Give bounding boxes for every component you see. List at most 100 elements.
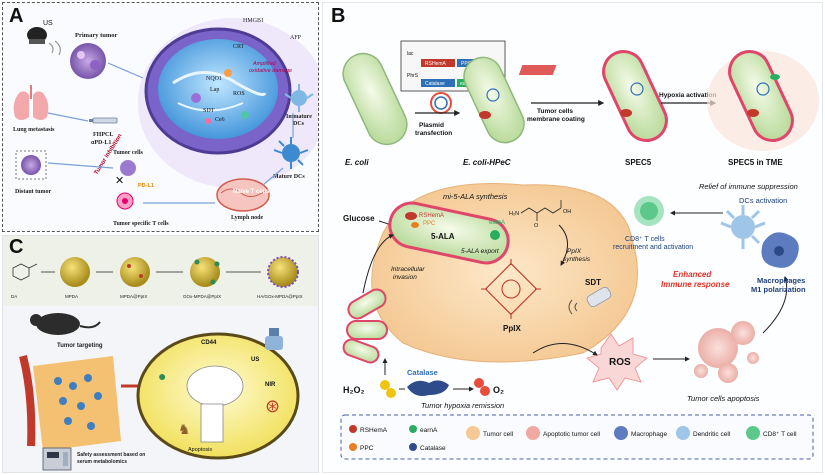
label-rshema-gene: RSHemA	[425, 61, 447, 67]
tumor-tissue	[33, 356, 121, 451]
legend-label: RSHemA	[360, 427, 388, 434]
legend-item: Tumor cell	[466, 426, 514, 440]
step-mpda: MPDA	[65, 294, 78, 299]
panel-b-illustration: E. coli lac RSHemA PPC PhrS Catalase ear…	[340, 40, 819, 460]
label-transfection: transfection	[415, 130, 452, 137]
legend-label: PPC	[360, 445, 374, 452]
legend-swatch	[746, 426, 760, 440]
label-earna-inside: earnA	[489, 220, 505, 226]
label-apoptosis-c: Apoptosis	[188, 447, 212, 453]
step-da: DA	[11, 294, 17, 299]
catalase-enzyme-icon	[407, 380, 449, 396]
label-sdt: SDT	[203, 108, 215, 114]
bear-icon: ♞	[178, 421, 191, 437]
lungs-icon	[13, 85, 49, 120]
label-lap: Lap	[210, 87, 219, 93]
ros-burst	[586, 333, 648, 391]
label-catalase-gene: Catalase	[425, 81, 445, 87]
label-lac: lac	[407, 51, 414, 57]
label-mi5ala: mi-5-ALA synthesis	[443, 192, 508, 201]
label-h2o2: H₂O₂	[343, 385, 365, 395]
label-ecoli: E. coli	[345, 158, 369, 167]
legend-item: Apoptotic tumor cell	[526, 426, 601, 440]
da-molecule-icon	[12, 263, 38, 281]
label-rshema-inside: RSHemA	[419, 213, 444, 219]
mito-icon: ⊛	[265, 396, 280, 416]
label-spec5-tme: SPEC5 in TME	[728, 158, 783, 167]
t-cell-icon	[116, 192, 134, 210]
label-crt: CRT	[233, 44, 245, 50]
label-cd44: CD44	[201, 340, 217, 346]
legend-item: CD8⁺ T cell	[746, 426, 797, 440]
ecoli-bacterium	[342, 52, 408, 146]
gox-mpda-ppix-particle	[190, 257, 220, 287]
legend-item: RSHemA	[349, 425, 388, 434]
label-hmgb1: HMGB1	[243, 18, 264, 24]
label-distant-tumor: Distant tumor	[15, 189, 52, 195]
h2o2-molecule-icon	[380, 380, 396, 398]
panel-c-illustration: DA MPDA MPDA@PpIX GOx-MPDA@PpIX HA/GOx-M…	[3, 236, 318, 471]
ultrasound-probe-icon	[568, 286, 612, 315]
label-lymph-node: Lymph node	[231, 215, 264, 221]
blocked-mark: ✕	[115, 175, 124, 187]
lymph-node-icon	[216, 178, 270, 212]
ecoli-hpec-bacterium	[463, 56, 525, 144]
nanoparticle-in-cell-icon: ●	[158, 368, 166, 384]
o-label: O	[534, 223, 539, 229]
label-primary-tumor: Primary tumor	[75, 32, 118, 39]
label-cd8-1: CD8⁺ T cells	[625, 236, 665, 243]
legend-swatch	[409, 443, 417, 451]
label-macro1: Macrophages	[757, 276, 805, 285]
panel-b: E. coli lac RSHemA PPC PhrS Catalase ear…	[322, 2, 823, 473]
label-hypoxia-activation: Hypoxia activation	[659, 92, 716, 99]
panel-a-letter: A	[9, 5, 24, 27]
ppix-molecule	[481, 259, 541, 319]
label-glucose: Glucose	[343, 214, 375, 223]
label-5ala: 5-ALA	[431, 232, 455, 241]
panel-c: DA MPDA MPDA@PpIX GOx-MPDA@PpIX HA/GOx-M…	[2, 235, 319, 473]
label-apdl1: αPD-L1	[91, 140, 111, 146]
mouse-icon	[30, 313, 101, 335]
legend-label: Catalase	[420, 445, 446, 452]
label-us: US	[43, 20, 53, 27]
o2-molecule-icon	[474, 378, 490, 396]
label-apoptosis: Tumor cells apoptosis	[687, 394, 760, 403]
legend-item: Catalase	[409, 443, 446, 452]
tumor-membrane-icon	[518, 65, 557, 75]
spec5-bacterium	[602, 50, 668, 142]
ultrasound-icon	[27, 27, 61, 56]
step-mpda-ppix: MPDA@PpIX	[120, 294, 147, 299]
legend-swatch	[349, 443, 357, 451]
label-tumor-cells-b: Tumor cells	[537, 108, 573, 115]
primary-tumor-icon	[70, 43, 106, 79]
syringe-icon	[89, 117, 118, 124]
label-dcs-activation: DCs activation	[739, 196, 787, 205]
legend-swatch	[349, 425, 357, 433]
macrophage-icon	[761, 232, 799, 268]
legend-item: Dendritic cell	[676, 426, 731, 440]
label-amplified: Amplified	[252, 61, 277, 67]
step-ha-gox: HA/GOx-MPDA@PpIX	[257, 294, 303, 299]
mature-dc-icon	[273, 137, 309, 169]
immature-dc-icon	[284, 84, 314, 112]
label-plasmid: Plasmid	[419, 122, 444, 129]
oh-label: OH	[563, 209, 571, 215]
panel-c-letter: C	[9, 236, 24, 258]
spec5-in-tme-bacterium	[728, 50, 794, 142]
legend-swatch	[409, 425, 417, 433]
label-pdl1: PD-L1	[138, 183, 154, 189]
legend-item: Macrophage	[614, 426, 668, 440]
5ala-structure	[520, 200, 562, 221]
panel-a-illustration: US Primary tumor HMGB1 AFP CRT Amplified…	[13, 18, 318, 227]
mpda-particle	[60, 257, 90, 287]
label-ros-b: ROS	[609, 357, 631, 368]
distant-tumor-icon	[21, 155, 41, 175]
label-phrs: PhrS	[407, 73, 419, 79]
flow-arrows	[47, 62, 294, 204]
legend-label: Macrophage	[631, 431, 668, 438]
label-nqo1: NQO1	[206, 76, 222, 82]
legend-item: PPC	[349, 443, 374, 452]
small-bacteria	[342, 288, 388, 364]
legend-item: earnA	[409, 425, 438, 434]
label-oxidative: oxidative damage	[249, 68, 292, 74]
